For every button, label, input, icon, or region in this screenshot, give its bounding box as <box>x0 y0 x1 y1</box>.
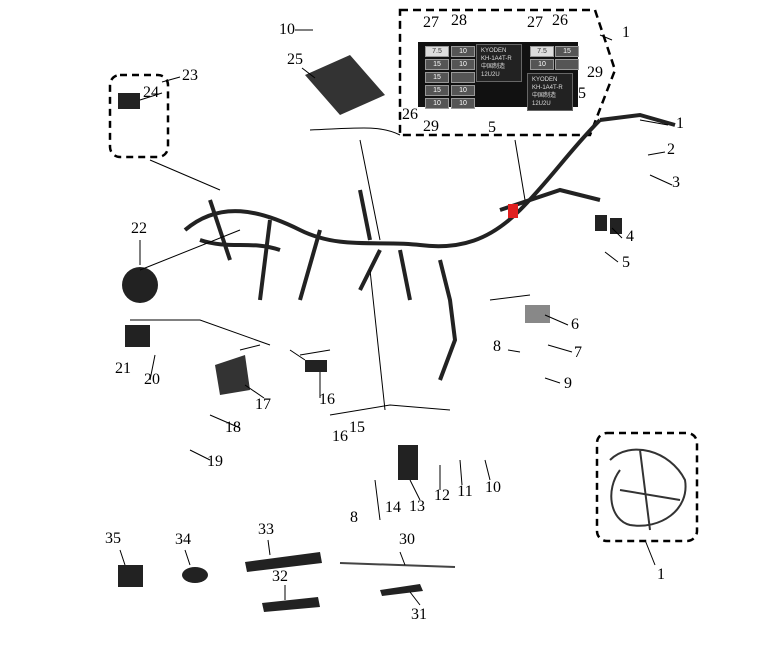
relay-origin: 中国制造 <box>532 93 557 99</box>
harness-highlight <box>508 204 518 218</box>
callout-number: 7 <box>574 344 582 361</box>
relay-label-2: KYODEN KH-1A4T-R 中国制造 12U2U <box>527 73 573 111</box>
relay-origin: 中国制造 <box>481 64 506 70</box>
fuse <box>555 59 579 70</box>
callout-number: 25 <box>287 51 303 68</box>
callout-number: 21 <box>115 360 131 377</box>
callout-number: 5 <box>578 85 586 102</box>
callout-number: 29 <box>587 64 603 81</box>
callout-number: 5 <box>488 119 496 136</box>
callout-number: 26 <box>402 106 418 123</box>
callout-number: 10 <box>485 479 501 496</box>
relay-part-24 <box>118 93 140 109</box>
bracket-part-17 <box>215 355 250 395</box>
fuse: 10 <box>425 98 449 109</box>
callout-number: 11 <box>457 483 473 500</box>
fuse: 15 <box>425 59 449 70</box>
fuse: 10 <box>530 59 554 70</box>
fuse: 10 <box>451 85 475 96</box>
part-6 <box>525 305 550 323</box>
callout-number: 4 <box>626 228 634 245</box>
callout-number: 8 <box>493 338 501 355</box>
fuse: 15 <box>425 72 449 83</box>
callout-number: 10 <box>279 21 295 38</box>
callout-number: 35 <box>105 530 121 547</box>
part-16 <box>305 360 327 372</box>
relay-model: KH-1A4T-R <box>532 85 563 91</box>
callout-number: 16 <box>319 391 335 408</box>
relay-callout <box>108 73 170 159</box>
leader-lines <box>119 29 673 606</box>
part-4b <box>610 218 622 234</box>
callout-number: 1 <box>676 115 684 132</box>
strap-33 <box>245 552 322 572</box>
callout-number: 27 <box>423 14 439 31</box>
main-harness <box>183 112 676 381</box>
callout-number: 27 <box>527 14 543 31</box>
relay-code: 12U2U <box>532 101 551 107</box>
part-13 <box>398 445 418 480</box>
callout-number: 23 <box>182 67 198 84</box>
callout-number: 22 <box>131 220 147 237</box>
fuse: 7.5 <box>425 46 449 57</box>
callout-number: 15 <box>349 419 365 436</box>
callout-number: 2 <box>667 141 675 158</box>
callout-number: 18 <box>225 419 241 436</box>
charger-part-35 <box>118 565 143 587</box>
callout-number: 34 <box>175 531 191 548</box>
callout-number: 1 <box>657 566 665 583</box>
callout-number: 13 <box>409 498 425 515</box>
callout-number: 9 <box>564 375 572 392</box>
relay-brand: KYODEN <box>532 77 558 83</box>
fuse <box>451 72 475 83</box>
callout-number: 20 <box>144 371 160 388</box>
callout-number: 33 <box>258 521 274 538</box>
callout-number: 19 <box>207 453 223 470</box>
callout-number: 14 <box>385 499 401 516</box>
ecu-part-25 <box>305 55 385 115</box>
strap-31 <box>380 584 423 596</box>
fuse: 7.5 <box>530 46 554 57</box>
callout-number: 16 <box>332 428 348 445</box>
callout-number: 1 <box>622 24 630 41</box>
strap-32 <box>262 597 320 612</box>
callout-number: 29 <box>423 118 439 135</box>
callout-number: 17 <box>255 396 271 413</box>
fuse: 15 <box>425 85 449 96</box>
callout-number: 32 <box>272 568 288 585</box>
callout-number: 3 <box>672 174 680 191</box>
fuse: 10 <box>451 59 475 70</box>
fuse-box-callout <box>398 8 617 137</box>
callout-number: 6 <box>571 316 579 333</box>
relay-label-1: KYODEN KH-1A4T-R 中国制造 12U2U <box>476 44 522 82</box>
callout-number: 5 <box>622 254 630 271</box>
relay-model: KH-1A4T-R <box>481 56 512 62</box>
callout-number: 31 <box>411 606 427 623</box>
tie-30 <box>339 562 456 568</box>
regulator-part-21 <box>125 325 150 347</box>
harness-part-1 <box>609 448 687 531</box>
callout-number: 24 <box>143 84 159 101</box>
callout-number: 26 <box>552 12 568 29</box>
horn-part-22 <box>122 267 158 303</box>
callout-number: 8 <box>350 509 358 526</box>
part-4a <box>595 215 607 231</box>
relay-brand: KYODEN <box>481 48 507 54</box>
callout-number: 28 <box>451 12 467 29</box>
relay-code: 12U2U <box>481 72 500 78</box>
fuse: 10 <box>451 98 475 109</box>
callout-number: 30 <box>399 531 415 548</box>
harness-callout <box>595 431 699 543</box>
fuse: 15 <box>555 46 579 57</box>
fuse: 10 <box>451 46 475 57</box>
part-34 <box>182 567 208 583</box>
callout-number: 12 <box>434 487 450 504</box>
